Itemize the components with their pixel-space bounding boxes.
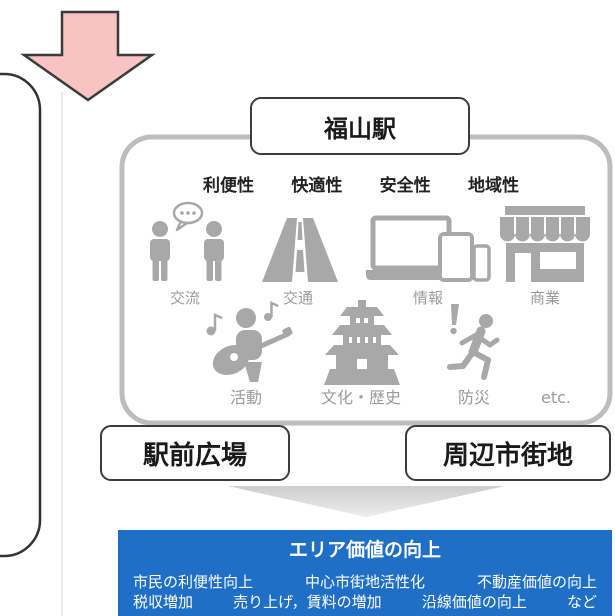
category-label-activity: 活動 (229, 388, 262, 407)
quality-label: 安全性 (379, 175, 431, 196)
qualities-row: 利便性 快適性 安全性 地域性 (203, 171, 519, 196)
people-talking-icon (150, 201, 224, 281)
outcome-item: 市民の利便性向上 (133, 573, 254, 591)
outcome-title: エリア価値の向上 (288, 539, 441, 561)
outcome-item: など (566, 593, 597, 611)
category-label-exchange: 交流 (169, 289, 200, 307)
surrounding-district-label: 周辺市街地 (442, 440, 573, 471)
outcome-item: 税収増加 (133, 593, 194, 611)
quality-label: 快適性 (291, 175, 343, 196)
quality-label: 地域性 (467, 175, 519, 196)
shop-icon (500, 206, 590, 282)
outcome-item: 不動産価値の向上 (476, 573, 597, 591)
running-person-icon (447, 304, 500, 380)
outcome-line-2: 税収増加 売り上げ，賃料の増加 沿線価値の向上 など (133, 593, 597, 611)
category-label-etc: etc. (541, 388, 571, 407)
outcome-item: 売り上げ，賃料の増加 (233, 593, 382, 611)
station-plaza-box: 駅前広場 (100, 425, 290, 481)
category-label-information: 情報 (412, 289, 443, 307)
outcome-line-1: 市民の利便性向上 中心市街地活性化 不動産価値の向上 (133, 573, 597, 591)
outcome-item: 中心市街地活性化 (304, 573, 425, 591)
down-arrow-icon (20, 10, 156, 102)
station-plaza-label: 駅前広場 (142, 440, 247, 471)
left-panel-outline (0, 72, 42, 558)
outcome-panel: エリア価値の向上 市民の利便性向上 中心市街地活性化 不動産価値の向上 税収増加… (118, 530, 612, 616)
category-label-disaster-prevention: 防災 (457, 388, 490, 407)
castle-icon (324, 300, 400, 385)
chevron-down-icon (228, 486, 505, 517)
surrounding-district-box: 周辺市街地 (405, 425, 611, 481)
category-label-transport: 交通 (282, 289, 313, 307)
outcome-item: 沿線価値の向上 (421, 593, 527, 611)
category-label-culture-history: 文化・歴史 (320, 388, 401, 407)
category-label-commerce: 商業 (529, 289, 560, 307)
road-icon (262, 218, 338, 282)
station-title: 福山駅 (324, 114, 396, 143)
station-title-box: 福山駅 (250, 97, 470, 155)
quality-label: 利便性 (203, 175, 254, 196)
devices-icon (366, 215, 491, 282)
guitar-player-icon (206, 301, 293, 382)
